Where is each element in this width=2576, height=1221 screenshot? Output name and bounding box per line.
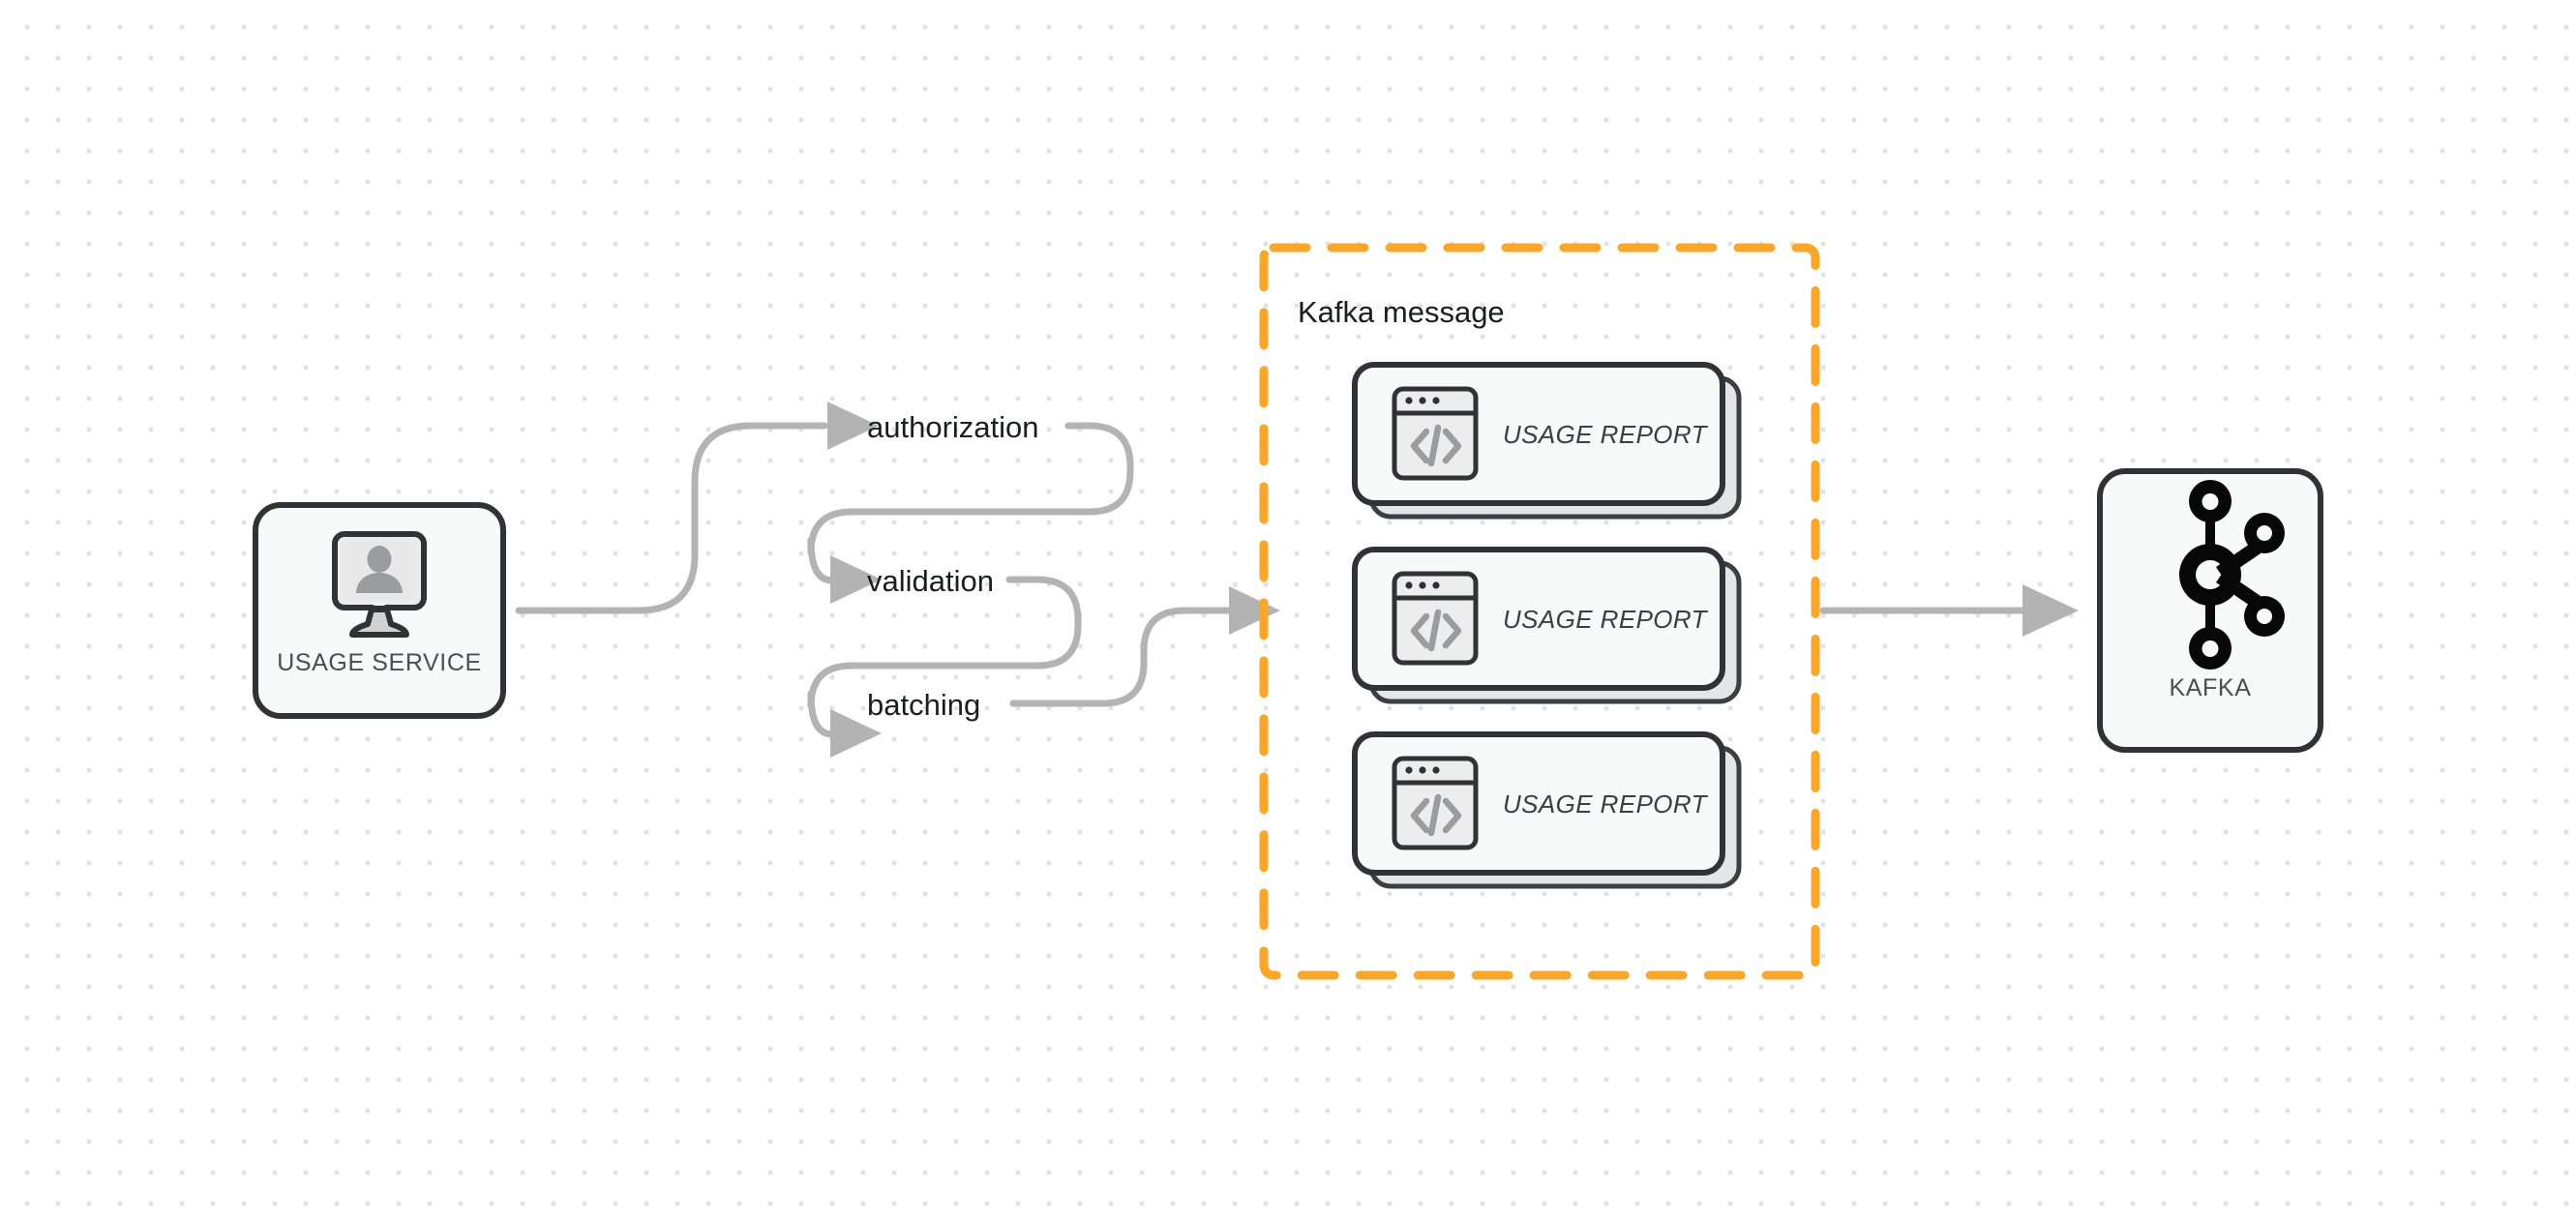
- kafka-message-dashed-border[interactable]: [1259, 243, 1820, 980]
- code-window-icon: [1392, 571, 1479, 666]
- arrowhead-authorization: [827, 402, 879, 450]
- code-window-icon: [1392, 756, 1479, 850]
- step-label-authorization[interactable]: authorization: [867, 410, 1039, 444]
- arrowhead-kafka-message: [1229, 586, 1280, 635]
- kafka-message-label: Kafka message: [1298, 295, 1505, 329]
- connector-batching-to-kafka-message: [1009, 586, 1280, 707]
- card-1-label: USAGE REPORT: [1503, 420, 1709, 449]
- card-2-label: USAGE REPORT: [1503, 605, 1709, 634]
- card-usage-report-3[interactable]: USAGE REPORT: [1352, 731, 1742, 889]
- monitor-user-icon: [332, 531, 427, 638]
- kafka-logo-icon: [2179, 480, 2285, 670]
- connector-usage-service-to-authorization: [515, 402, 879, 614]
- card-usage-report-1[interactable]: USAGE REPORT: [1352, 362, 1742, 520]
- group-kafka-message[interactable]: Kafka message USAGE REPORT: [1259, 243, 1820, 980]
- card-3-label: USAGE REPORT: [1503, 789, 1709, 819]
- usage-service-label: USAGE SERVICE: [277, 649, 482, 676]
- card-usage-report-2[interactable]: USAGE REPORT: [1352, 547, 1742, 704]
- connector-validation-to-batching: [807, 576, 1082, 758]
- kafka-label: KAFKA: [2170, 674, 2252, 701]
- connector-authorization-to-validation: [807, 422, 1134, 604]
- arrowhead-batching: [830, 709, 882, 758]
- node-usage-service[interactable]: USAGE SERVICE: [253, 502, 506, 719]
- connector-kafka-message-to-kafka: [1819, 584, 2079, 637]
- code-window-icon: [1392, 386, 1479, 481]
- arrowhead-kafka: [2022, 584, 2079, 637]
- arrowhead-validation: [830, 555, 882, 604]
- step-label-validation[interactable]: validation: [867, 564, 994, 598]
- step-label-batching[interactable]: batching: [867, 688, 980, 722]
- node-kafka[interactable]: KAFKA: [2097, 468, 2323, 753]
